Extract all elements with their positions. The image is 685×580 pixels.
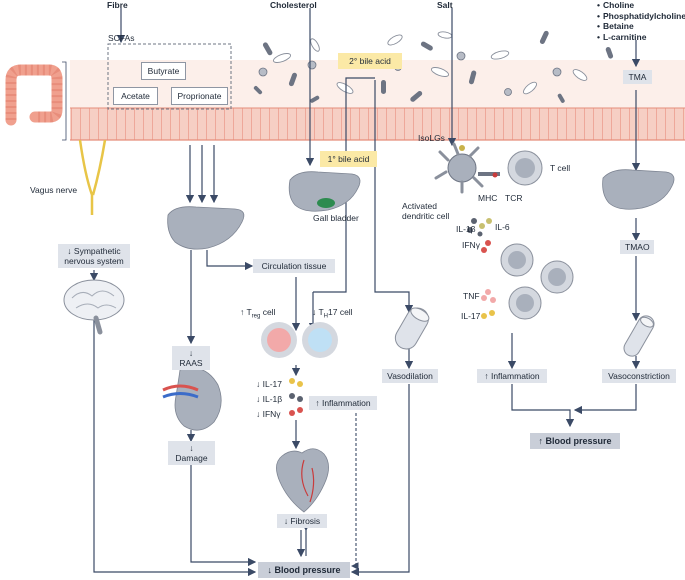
tma-box: TMA bbox=[623, 70, 652, 84]
mhc-label: MHC bbox=[478, 193, 498, 203]
treg-label: ↑ Treg cell bbox=[240, 307, 276, 320]
nutrient-choline: Choline bbox=[597, 0, 685, 11]
activated-dendritic-cell-label: Activated dendritic cell bbox=[402, 201, 450, 221]
vessel-icon-vasodilation bbox=[394, 307, 430, 350]
ifng-salt-label: IFNγ bbox=[462, 240, 480, 250]
tmao-box: TMAO bbox=[620, 240, 654, 254]
il1b-centre-label: ↓ IL-1β bbox=[256, 394, 283, 404]
liver-icon-centre bbox=[288, 171, 361, 212]
il1b-salt-label: IL-1β bbox=[456, 224, 476, 234]
brain-icon bbox=[63, 279, 125, 335]
nutrient-phosphatidylcholine: Phosphatidylcholine bbox=[597, 11, 685, 22]
fibre-label: Fibre bbox=[107, 0, 128, 10]
bacteria-icons bbox=[253, 30, 614, 103]
isolgs-label: IsoLGs bbox=[418, 133, 445, 143]
blood-pressure-up-box: ↑ Blood pressure bbox=[530, 433, 620, 449]
kidney-icon bbox=[162, 367, 222, 431]
inflammation-centre-box: ↑ Inflammation bbox=[309, 396, 377, 410]
il6-salt-label: IL-6 bbox=[495, 222, 510, 232]
tcell-label: T cell bbox=[550, 163, 571, 173]
cytokine-dots-centre bbox=[289, 378, 303, 416]
bacteria-outline-icons bbox=[273, 31, 588, 95]
inflammation-salt-box: ↑ Inflammation bbox=[477, 369, 547, 383]
th17-label: ↓ TH17 cell bbox=[312, 307, 353, 320]
vessel-icon-vasoconstriction bbox=[623, 315, 655, 357]
nutrient-list: Choline Phosphatidylcholine Betaine L-ca… bbox=[597, 0, 685, 42]
primary-bile-acid-box: 1° bile acid bbox=[320, 151, 377, 167]
dendritic-cell-icon bbox=[434, 142, 484, 194]
gall-bladder-icon bbox=[317, 198, 335, 208]
damage-box: ↓ Damage bbox=[168, 441, 215, 465]
il17-salt-label: IL-17 bbox=[461, 311, 481, 321]
vagus-nerve bbox=[78, 139, 107, 215]
vasoconstriction-box: Vasoconstriction bbox=[602, 369, 676, 383]
nutrient-betaine: Betaine bbox=[597, 21, 685, 32]
sympathetic-box: ↓ Sympathetic nervous system bbox=[58, 244, 130, 268]
tnf-salt-label: TNF bbox=[463, 291, 480, 301]
tcr-label: TCR bbox=[505, 193, 523, 203]
liver-icon-right bbox=[602, 169, 675, 210]
vasodilation-box: Vasodilation bbox=[382, 369, 438, 383]
secondary-bile-acid-box: 2° bile acid bbox=[338, 53, 402, 69]
ifng-centre-label: ↓ IFNγ bbox=[256, 409, 281, 419]
cytokine-dots-salt bbox=[467, 218, 496, 319]
colon-icon bbox=[5, 64, 63, 126]
fibrosis-box: ↓ Fibrosis bbox=[277, 514, 327, 528]
raas-box: ↓ RAAS bbox=[172, 346, 210, 370]
scfas-label: SCFAs bbox=[108, 33, 135, 43]
nutrient-l-carnitine: L-carnitine bbox=[597, 32, 685, 43]
blood-pressure-down-box: ↓ Blood pressure bbox=[258, 562, 350, 578]
vagus-nerve-label: Vagus nerve bbox=[30, 185, 78, 195]
circulation-tissue-box: Circulation tissue bbox=[253, 259, 335, 273]
acetate-box: Acetate bbox=[113, 87, 158, 105]
salt-label: Salt bbox=[437, 0, 453, 10]
heart-icon bbox=[276, 448, 329, 513]
il17-centre-label: ↓ IL-17 bbox=[256, 379, 282, 389]
butyrate-box: Butyrate bbox=[141, 62, 186, 80]
gut-epithelium bbox=[70, 108, 685, 140]
cholesterol-label: Cholesterol bbox=[270, 0, 317, 10]
liver-icon-left bbox=[167, 206, 245, 250]
proprionate-box: Proprionate bbox=[171, 87, 228, 105]
gall-bladder-label: Gall bladder bbox=[313, 213, 359, 223]
